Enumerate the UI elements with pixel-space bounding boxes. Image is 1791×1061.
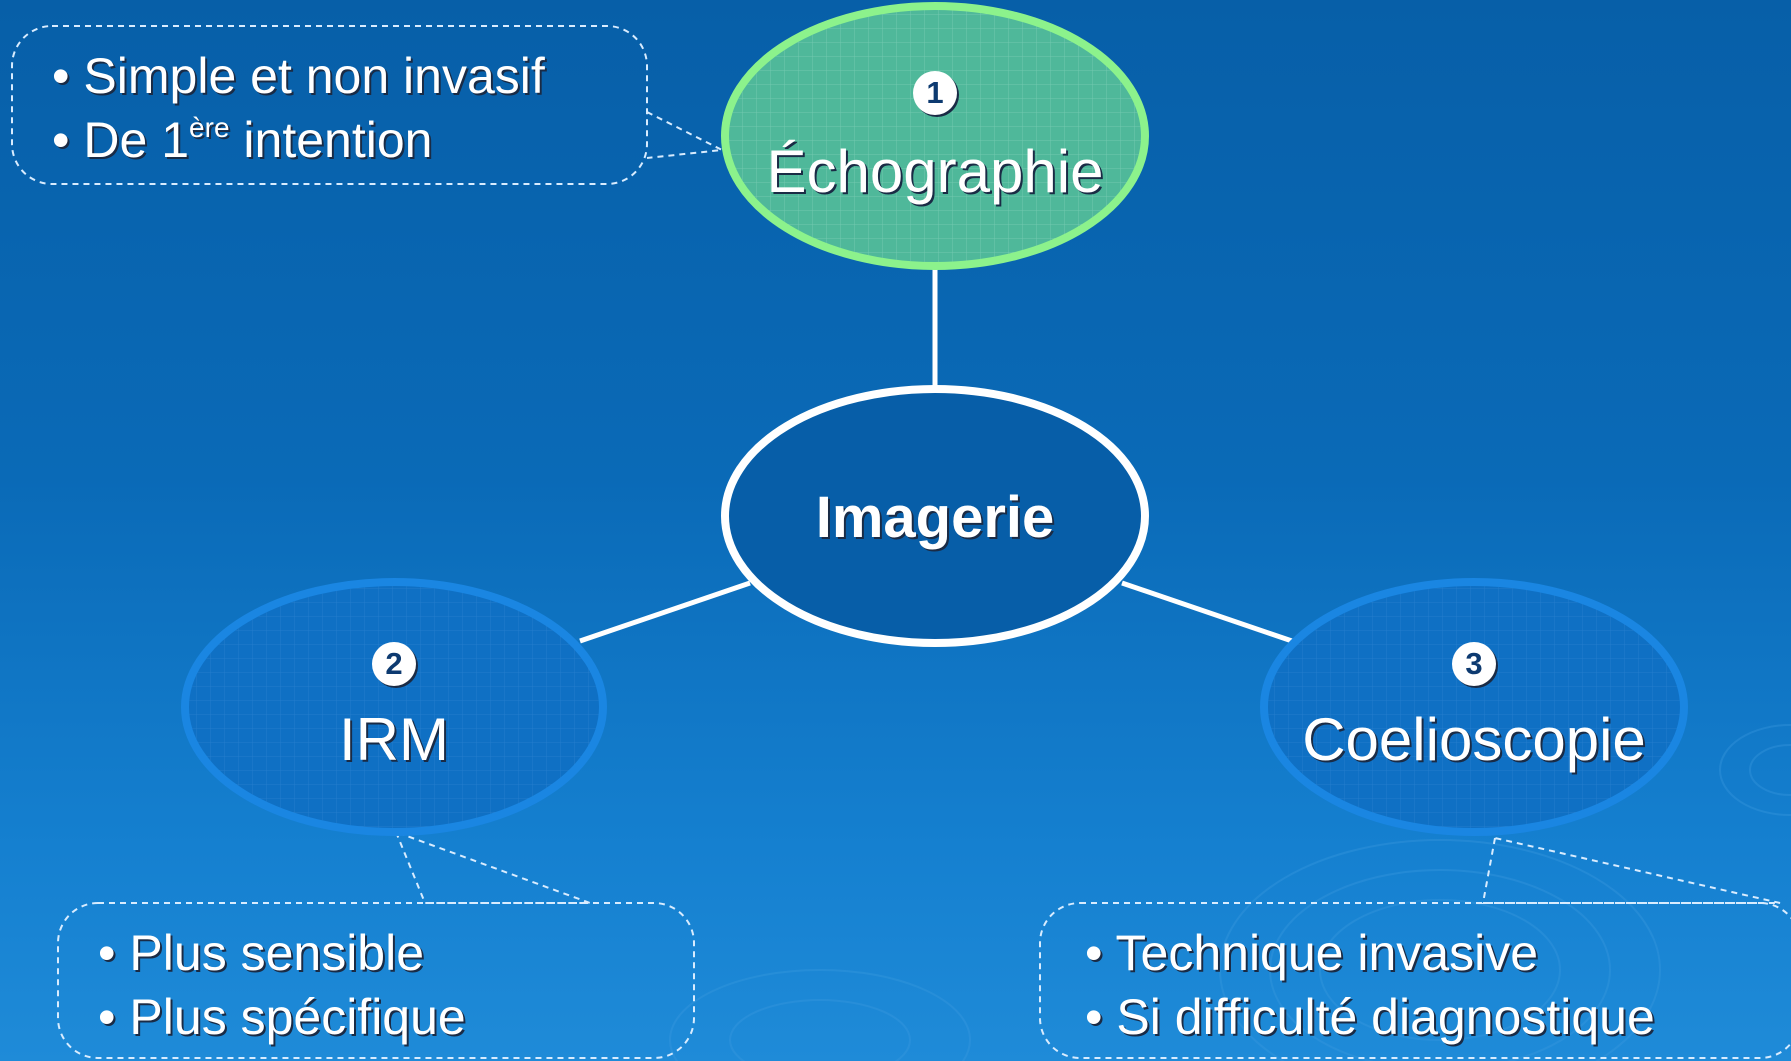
node-coelio-grid: [1268, 586, 1680, 828]
bullet-icon: •: [1085, 925, 1103, 981]
node-label-irm: IRM: [339, 706, 449, 773]
callout-irm-shape: [57, 830, 695, 1059]
bullet-icon: •: [52, 112, 70, 168]
connector-irm: [579, 580, 751, 644]
bullet-text: Si difficulté diagnostique: [1116, 989, 1655, 1045]
callout-echo: • Simple et non invasif • De 1ère intent…: [52, 44, 545, 172]
number-badge-3: 3: [1452, 642, 1496, 686]
callout-coelio: • Technique invasive • Si difficulté dia…: [1085, 921, 1655, 1049]
ripple-decoration: [669, 724, 1791, 1061]
bullet-icon: •: [1085, 989, 1103, 1045]
bullet-text: Plus spécifique: [129, 989, 466, 1045]
connector-coelio: [1121, 580, 1293, 644]
node-irm-grid: [189, 586, 599, 828]
bullet-text: Technique invasive: [1115, 925, 1539, 981]
callout-irm: • Plus sensible • Plus spécifique: [98, 921, 466, 1049]
center-node-shape: [721, 385, 1149, 647]
bullet-icon: •: [98, 925, 116, 981]
bullet-item: • Technique invasive: [1085, 921, 1655, 985]
bullet-text: Simple et non invasif: [83, 48, 545, 104]
node-label-coelioscopie: Coelioscopie: [1302, 706, 1646, 773]
bullet-item: • Simple et non invasif: [52, 44, 545, 108]
bullet-text-suffix: intention: [229, 112, 433, 168]
bullet-icon: •: [52, 48, 70, 104]
bullet-icon: •: [98, 989, 116, 1045]
node-label-echographie: Échographie: [766, 138, 1104, 205]
superscript-ere: ère: [189, 112, 230, 143]
bullet-item: • Plus spécifique: [98, 985, 466, 1049]
center-label: Imagerie: [815, 485, 1055, 550]
bullet-item: • Si difficulté diagnostique: [1085, 985, 1655, 1049]
number-badge-1: 1: [913, 71, 957, 115]
callout-echo-shape: [11, 25, 726, 185]
node-echo-grid: [729, 10, 1141, 262]
callout-coelio-shape: [1039, 836, 1791, 1059]
bullet-item: • De 1ère intention: [52, 108, 545, 172]
bullet-item: • Plus sensible: [98, 921, 466, 985]
bullet-text: Plus sensible: [129, 925, 425, 981]
number-badge-2: 2: [372, 642, 416, 686]
bullet-text: De 1: [83, 112, 190, 168]
